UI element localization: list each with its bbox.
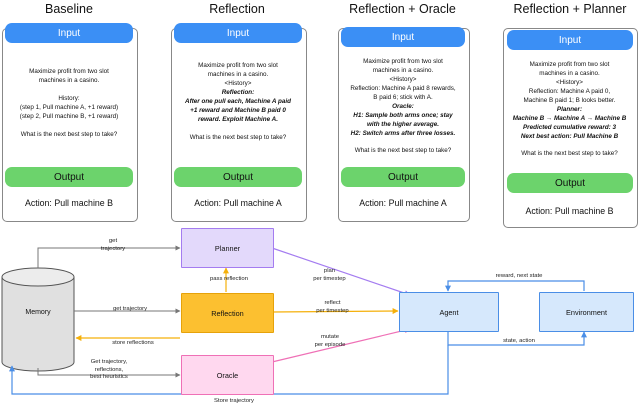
prompt-line: <History> [389,75,417,83]
agent-node: Agent [399,292,499,332]
prompt-line: Oracle: [392,102,414,110]
prompt-card [2,28,138,222]
prompt-line: machines in a casino. [372,66,434,74]
prompt-line: (step 1, Pull machine A, +1 reward) [19,103,119,111]
environment-node: Environment [539,292,634,332]
prompt-line: Reflection: Machine A paid 0, [528,87,611,95]
action-text: Action: Pull machine A [194,198,282,208]
prompt-line: <History> [556,78,583,86]
prompt-line: Reflection: [221,88,255,96]
edge-state-action [447,330,587,346]
prompt-line: Maximize profit from two slot [29,68,109,75]
prompt-line: with the higher average. [366,120,440,128]
label-state-action: state, action [503,338,535,344]
edge-get-trajectory-oracle [37,368,181,378]
prompt-line: Predicted cumulative reward: 3 [522,123,617,131]
prompt-line: Machine B → Machine A → Machine B [512,114,627,122]
prompt-line: Maximize profit from two slot [529,61,610,68]
prompt-line: What is the next best step to take? [521,150,618,158]
memory-node: Memory [25,308,51,316]
input-pill: Input [341,27,465,47]
edge-reflect [271,308,399,315]
output-pill: Output [507,173,633,193]
prompt-line: After one pull each, Machine A paid [185,97,291,105]
prompt-line: machines in a casino. [38,76,100,84]
action-text: Action: Pull machine B [24,198,113,208]
input-pill: Input [507,30,633,50]
prompt-line: Reflection: Machine A paid 8 rewards, [350,84,456,92]
label-reward-next-state: reward, next state [495,273,543,279]
prompt-line: What is the next best step to take? [20,130,118,138]
prompt-line: (step 2, Pull machine B, +1 reward) [19,112,119,120]
prompt-line: H2: Switch arms after three losses. [350,129,456,137]
column-title: Reflection + Oracle [349,2,456,16]
column-title: Reflection [209,2,265,16]
output-pill: Output [341,167,465,187]
column-title: Reflection + Planner [513,2,627,16]
edge-mutate [271,327,411,363]
edge-reward-next-state [445,280,585,292]
memory-cylinder [1,267,75,372]
prompt-line: machines in a casino. [539,69,600,77]
column-title: Baseline [45,2,93,16]
prompt-line: What is the next best step to take? [354,147,452,155]
reflection-node: Reflection [181,293,274,333]
prompt-line: reward. Exploit Machine A. [198,115,278,123]
prompt-card [503,28,638,228]
output-pill: Output [5,167,133,187]
prompt-line: Machine B paid 1; B looks better. [523,96,616,104]
label-store-trajectory: Store trajectory [214,398,254,404]
prompt-line: Planner: [556,105,583,113]
prompt-line: machines in a casino. [207,70,269,78]
prompt-line: B paid 6; stick with A. [373,93,433,101]
input-pill: Input [174,23,302,43]
edge-get-trajectory-planner [37,245,181,268]
planner-node: Planner [181,228,274,268]
label-pass-reflection: pass reflection [210,276,248,282]
output-pill: Output [174,167,302,187]
prompt-line: What is the next best step to take? [189,133,287,141]
prompt-card [338,28,470,222]
action-text: Action: Pull machine B [525,206,614,216]
label-get-trajectory-mid: get trajectory [112,306,148,312]
action-text: Action: Pull machine A [359,198,447,208]
label-store-reflections: store reflections [112,340,154,346]
prompt-line: H1: Sample both arms once; stay [353,111,453,119]
prompt-line: History: [58,94,80,102]
prompt-line: Maximize profit from two slot [198,62,278,69]
prompt-line: +1 reward and Machine B paid 0 [190,106,286,114]
oracle-node: Oracle [181,355,274,395]
input-pill: Input [5,23,133,43]
prompt-line: Next best action: Pull Machine B [520,132,619,140]
edge-plan [271,247,411,297]
prompt-card [171,28,307,222]
prompt-line: Maximize profit from two slot [363,58,443,65]
prompt-line: <History> [224,79,252,87]
label-get-trajectory-oracle: Get trajectory,reflections,best heuristi… [90,359,128,381]
